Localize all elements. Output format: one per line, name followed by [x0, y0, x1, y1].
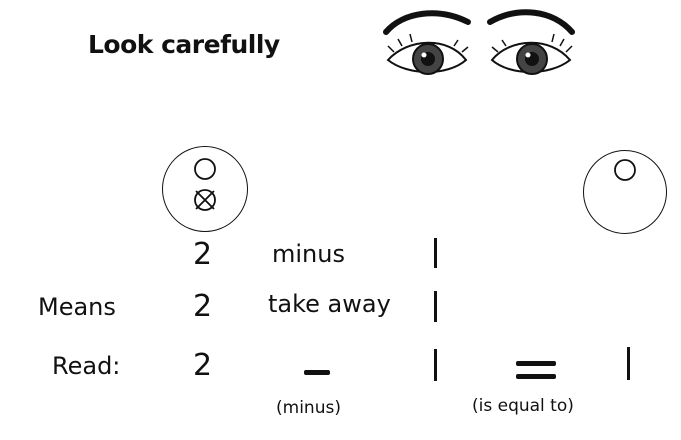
circle-items-icon — [194, 158, 216, 211]
minus-caption: (minus) — [276, 398, 341, 418]
row1-word: minus — [272, 240, 345, 268]
tally-mark — [434, 238, 437, 268]
row2-label: Means — [38, 293, 116, 321]
row2-word: take away — [268, 290, 391, 318]
row3-number: 2 — [193, 348, 213, 383]
group-one-circle — [583, 150, 667, 234]
tally-mark — [434, 349, 437, 381]
page-title: Look carefully — [88, 30, 280, 59]
minus-sign-icon — [304, 370, 330, 375]
equals-sign-icon — [516, 374, 556, 379]
equal-caption: (is equal to) — [472, 396, 574, 416]
group-two-circle — [162, 146, 248, 232]
row2-number: 2 — [193, 289, 213, 324]
circle-item-icon — [614, 159, 636, 181]
row3-label: Read: — [52, 352, 121, 380]
eyes-icon — [383, 9, 575, 75]
tally-mark — [627, 347, 630, 380]
equals-sign-icon — [516, 361, 556, 366]
row1-number: 2 — [193, 237, 213, 272]
tally-mark — [434, 291, 437, 322]
